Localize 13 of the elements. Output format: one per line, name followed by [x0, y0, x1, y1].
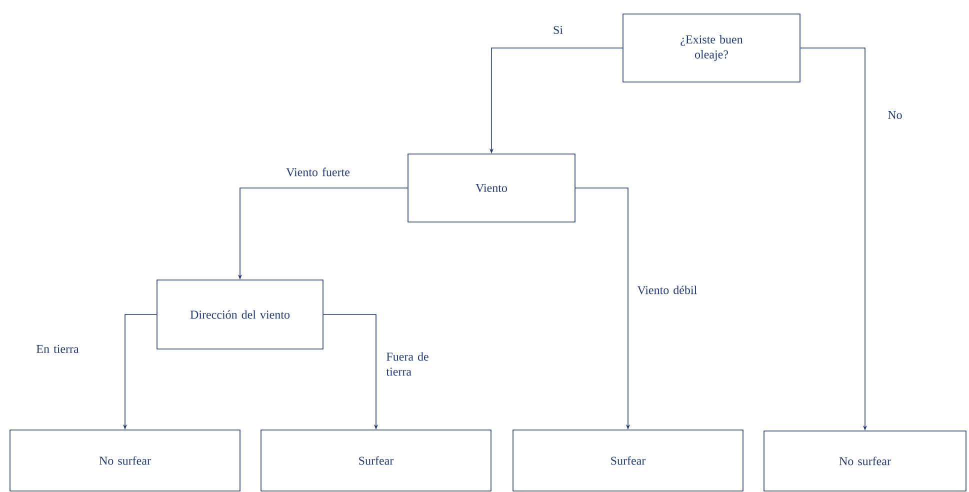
edge-label: Viento fuerte [286, 168, 350, 176]
edge-label: No [888, 111, 902, 119]
decision-box: Surfear [260, 430, 492, 492]
decision-box: ¿Existe buen oleaje? [622, 14, 800, 82]
decision-box: No surfear [10, 430, 240, 492]
edge-label: Si [554, 26, 563, 34]
edge-label: Fuera de tierra [386, 352, 428, 376]
decision-box: No surfear [764, 430, 966, 492]
edge-label: Viento débil [637, 286, 697, 294]
decision-box: Surfear [512, 430, 744, 492]
decision-box: Viento [408, 154, 576, 222]
decision-box: Dirección del viento [156, 280, 324, 350]
edge-label: En tierra [36, 344, 79, 354]
